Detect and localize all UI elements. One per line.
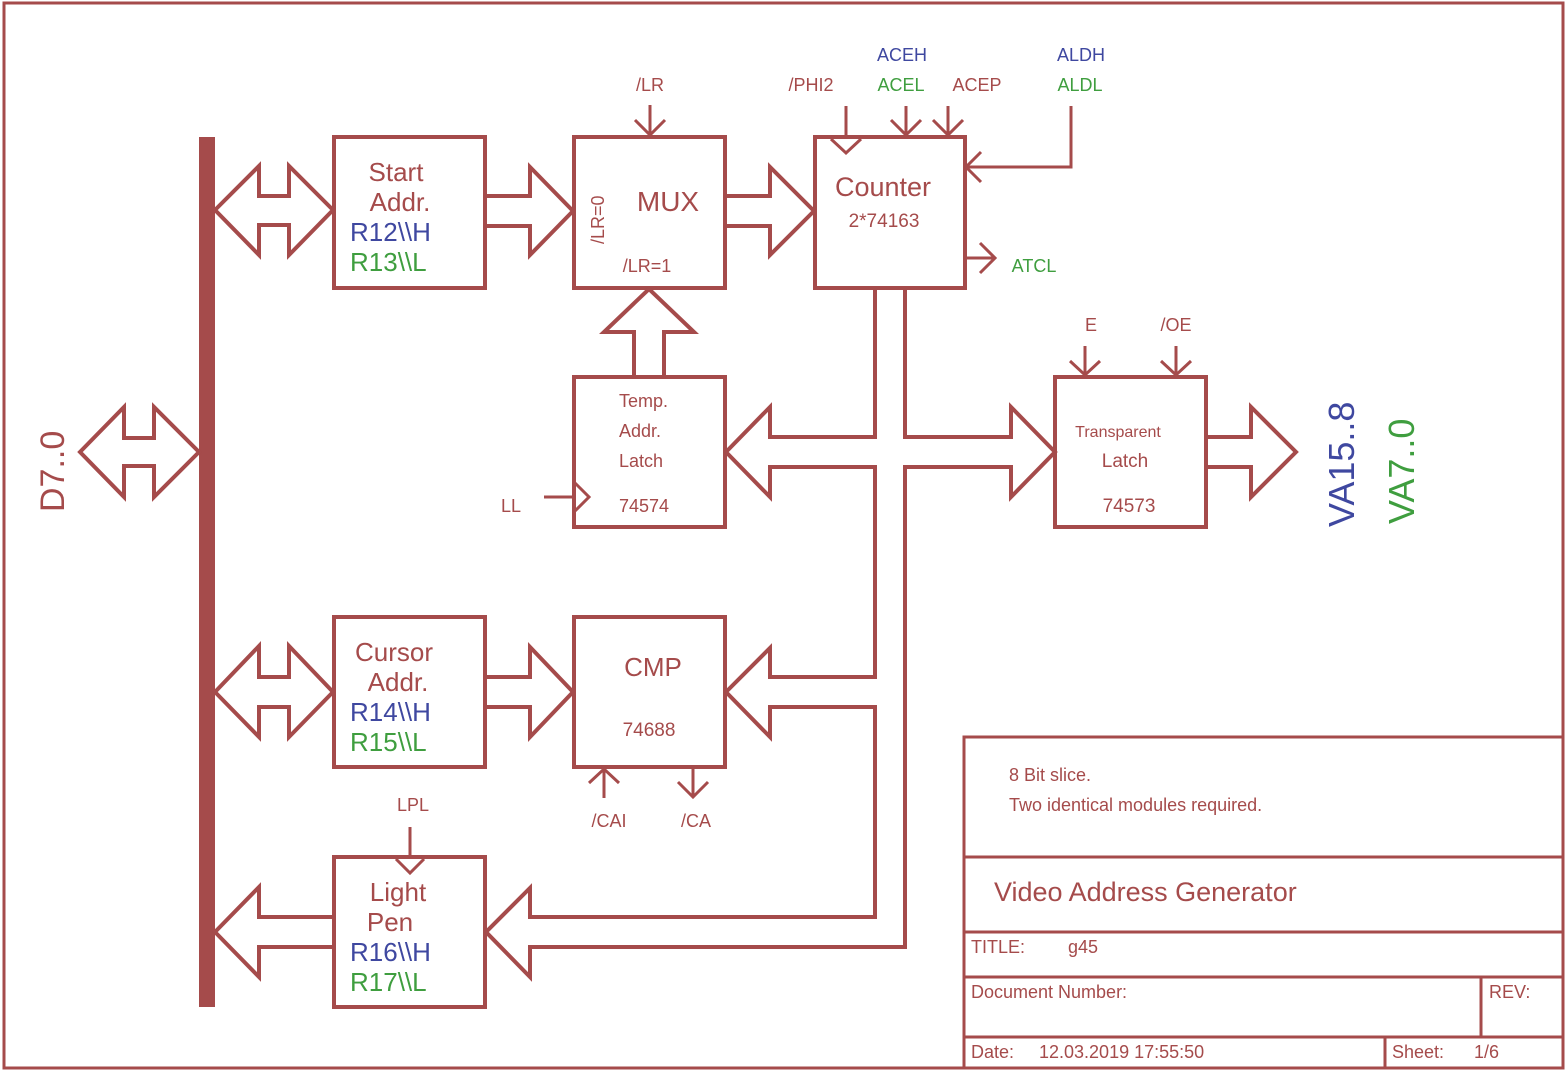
- note-line-2: Two identical modules required.: [1009, 795, 1262, 815]
- temp-latch-part-number: 74574: [619, 496, 669, 516]
- start-addr-reg-high: R12\\H: [350, 217, 431, 247]
- cmp-block: [572, 615, 727, 769]
- title-label: TITLE:: [971, 937, 1025, 957]
- cursor-addr-bidir-arrow: [212, 641, 336, 742]
- cursor-addr-reg-high: R14\\H: [350, 697, 431, 727]
- revision-label: REV:: [1489, 982, 1530, 1002]
- counter-acep-label: ACEP: [952, 75, 1001, 95]
- counter-atcl-arrow: [966, 241, 998, 275]
- temp-latch-label-1: Temp.: [619, 391, 668, 411]
- transparent-latch-block: [1053, 375, 1208, 529]
- cursor-addr-label-1: Cursor: [355, 637, 433, 667]
- counter-part-number: 2*74163: [849, 211, 920, 232]
- light-pen-label-2: Pen: [367, 907, 413, 937]
- transparent-latch-oe-label: /OE: [1160, 315, 1191, 335]
- data-bus-bar: [199, 137, 215, 1007]
- transparent-latch-enable-label: E: [1085, 315, 1097, 335]
- counter-title: Counter: [835, 172, 931, 202]
- mux-title: MUX: [637, 186, 700, 217]
- counter-ace-low-label: ACEL: [877, 75, 924, 95]
- counter-ace-high-label: ACEH: [877, 45, 927, 65]
- title-block: [962, 735, 1563, 1068]
- counter-bus-to-temp-latch: [483, 287, 877, 935]
- cmp-input-arrow: [587, 766, 621, 798]
- counter-ald-arrow: [963, 106, 1073, 184]
- cmp-title: CMP: [624, 652, 682, 682]
- counter-ald-low-label: ALDL: [1057, 75, 1102, 95]
- temp-latch-clock-label: LL: [501, 496, 521, 516]
- light-pen-reg-low: R17\\L: [350, 967, 427, 997]
- cursor-to-cmp-arrow: [484, 642, 576, 742]
- cmp-part-number: 74688: [623, 720, 676, 741]
- transparent-latch-oe-arrow: [1159, 346, 1193, 378]
- counter-clock-line: [829, 106, 863, 156]
- counter-clock-label: /PHI2: [788, 75, 833, 95]
- mux-input-bottom-label: /LR=1: [623, 256, 672, 276]
- mux-input-top-label: /LR=0: [588, 195, 608, 244]
- temp-latch-clock-line: [544, 481, 592, 513]
- cursor-addr-reg-low: R15\\L: [350, 727, 427, 757]
- light-pen-to-bus-arrow: [212, 882, 335, 982]
- data-bus-label: D7..0: [34, 431, 72, 512]
- temp-latch-label-2: Addr.: [619, 421, 661, 441]
- document-number-label: Document Number:: [971, 982, 1127, 1002]
- va-high-label: VA15..8: [1321, 402, 1362, 527]
- start-addr-reg-low: R13\\L: [350, 247, 427, 277]
- sheet-label: Sheet:: [1392, 1042, 1444, 1062]
- counter-bus-right-rail: [483, 287, 1058, 982]
- light-pen-strobe-label: LPL: [397, 795, 429, 815]
- transparent-latch-label-1: Transparent: [1075, 424, 1161, 441]
- temp-latch-label-3: Latch: [619, 451, 663, 471]
- counter-acep-arrow: [931, 106, 965, 138]
- date-value: 12.03.2019 17:55:50: [1039, 1042, 1204, 1062]
- counter-ald-high-label: ALDH: [1057, 45, 1105, 65]
- light-pen-reg-high: R16\\H: [350, 937, 431, 967]
- transparent-latch-enable-arrow: [1068, 346, 1102, 378]
- title-value: g45: [1068, 937, 1098, 957]
- start-to-mux-arrow: [484, 162, 576, 260]
- start-addr-label-1: Start: [369, 157, 425, 187]
- start-addr-block: [332, 135, 487, 290]
- start-addr-label-2: Addr.: [370, 187, 431, 217]
- transparent-latch-label-2: Latch: [1102, 451, 1148, 472]
- mux-to-counter-arrow: [724, 162, 817, 260]
- sheet-value: 1/6: [1474, 1042, 1499, 1062]
- note-line-1: 8 Bit slice.: [1009, 765, 1091, 785]
- va-low-label: VA7..0: [1381, 419, 1422, 524]
- light-pen-strobe-line: [394, 827, 426, 876]
- cmp-output-label: /CA: [681, 811, 711, 831]
- data-bus-bidir-arrow: [77, 402, 202, 502]
- date-label: Date:: [971, 1042, 1014, 1062]
- mux-control-label: /LR: [636, 75, 664, 95]
- va-output-arrow: [1205, 402, 1299, 502]
- cursor-addr-block: [332, 615, 487, 769]
- light-pen-label-1: Light: [370, 877, 427, 907]
- transparent-latch-part-number: 74573: [1103, 496, 1156, 517]
- cmp-input-label: /CAI: [591, 811, 626, 831]
- drawing-title: Video Address Generator: [994, 877, 1297, 907]
- start-addr-bidir-arrow: [212, 161, 336, 260]
- counter-ace-arrow: [889, 106, 923, 138]
- cmp-output-arrow: [676, 769, 710, 800]
- latch-to-mux-arrow: [599, 286, 699, 378]
- counter-block: [813, 135, 967, 290]
- mux-control-arrow: [633, 105, 667, 138]
- counter-atcl-label: ATCL: [1012, 256, 1057, 276]
- cursor-addr-label-2: Addr.: [368, 667, 429, 697]
